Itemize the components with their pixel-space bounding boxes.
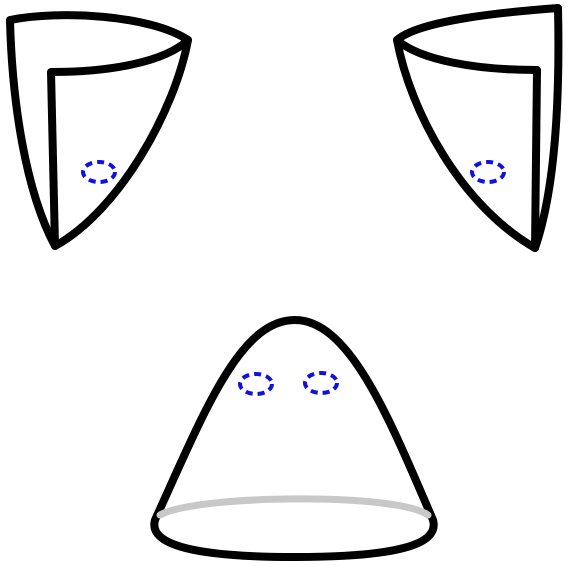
bell-dome-body bbox=[154, 320, 433, 557]
cone-shell-right bbox=[397, 8, 558, 248]
cone-shell-left bbox=[10, 15, 188, 246]
bell-dome bbox=[154, 320, 433, 557]
cone-shell-left-body bbox=[10, 15, 188, 246]
